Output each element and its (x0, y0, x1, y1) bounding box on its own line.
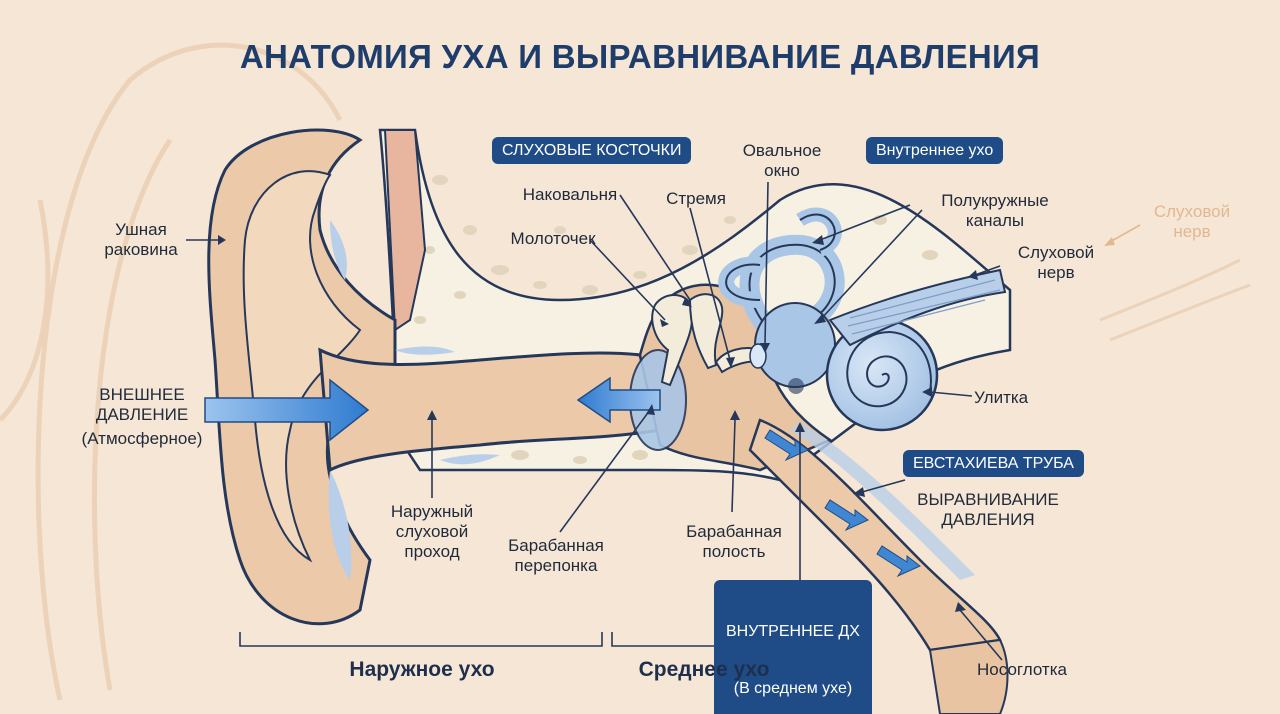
cochlea-label: Улитка (974, 388, 1029, 407)
leader-arrowheads (218, 235, 978, 612)
nasopharynx-label: Носоглотка (977, 660, 1067, 679)
nerve-sketch-2 (1109, 283, 1251, 342)
ear-canal-label: Наружный слуховой проход (390, 502, 474, 561)
auditory-nerve-label: Слуховой нерв (1017, 243, 1095, 282)
round-window-shape (788, 378, 804, 394)
anvil-label: Наковальня (522, 185, 618, 204)
semicircular-canals-label: Полукружные каналы (941, 191, 1049, 230)
inner-pressure-badge: ВНУТРЕННЕЕ ДХ (В среднем ухе) (714, 580, 872, 714)
faded-nerve-arrow (1107, 224, 1141, 244)
ear-canal-blue-lower (440, 454, 500, 465)
nerve-fiber-lines (847, 279, 1001, 335)
auditory-nerve-faded-label: Слуховой нерв (1153, 202, 1231, 241)
tympanic-cavity-label: Барабанная полость (686, 522, 782, 561)
cochlea-spiral (846, 330, 932, 408)
pinna-blue-1 (330, 220, 347, 280)
anvil-shape (688, 293, 724, 370)
head-contour-outer (35, 42, 343, 701)
inner-ear-badge: Внутреннее ухо (866, 137, 1004, 164)
skull-strip (383, 129, 427, 332)
page-title: АНАТОМИЯ УХА И ВЫРАВНИВАНИЕ ДАВЛЕНИЯ (239, 38, 1041, 75)
oval-window-shape (749, 343, 767, 369)
pinna-label: Ушная раковина (104, 220, 178, 259)
semicircular-canals-shape (718, 207, 845, 338)
tube-arrows (764, 429, 921, 578)
eustachian-tube-badge: ЕВСТАХИЕВА ТРУБА (903, 450, 1084, 477)
inner-pressure-line2: (В среднем ухе) (733, 680, 853, 697)
outer-pressure-label: ВНЕШНЕЕ ДАВЛЕНИЕ (95, 385, 189, 424)
eardrum-label: Барабанная перепонка (508, 536, 604, 575)
cheek-contour (0, 199, 51, 422)
ossicles-badge: СЛУХОВЫЕ КОСТОЧКИ (492, 137, 692, 164)
pinna-blue-3 (395, 346, 455, 355)
equalization-label: ВЫРАВНИВАНИЕ ДАВЛЕНИЯ (917, 490, 1059, 529)
middle-ear-section-label: Среднее ухо (638, 658, 770, 681)
inner-pressure-line1: ВНУТРЕННЕЕ ДХ (726, 623, 860, 640)
eustachian-tube-lining (790, 422, 975, 580)
hammer-label: Молоточек (510, 229, 596, 248)
head-contour-inner (91, 138, 173, 691)
background-contours (0, 42, 1251, 701)
outer-pressure-arrow (204, 378, 370, 442)
pinna-blue-2 (328, 470, 352, 580)
stirrup-label: Стремя (666, 189, 726, 208)
faded-nerve-arrowhead (1104, 237, 1115, 246)
pinna-inner-fold (242, 170, 362, 563)
outer-pressure-sublabel: (Атмосферное) (81, 429, 203, 448)
nerve-sketch-1 (1099, 258, 1241, 322)
oval-window-label: Овальное окно (742, 141, 822, 180)
leader-lines (186, 181, 1003, 661)
outer-ear-section-label: Наружное ухо (349, 658, 495, 681)
